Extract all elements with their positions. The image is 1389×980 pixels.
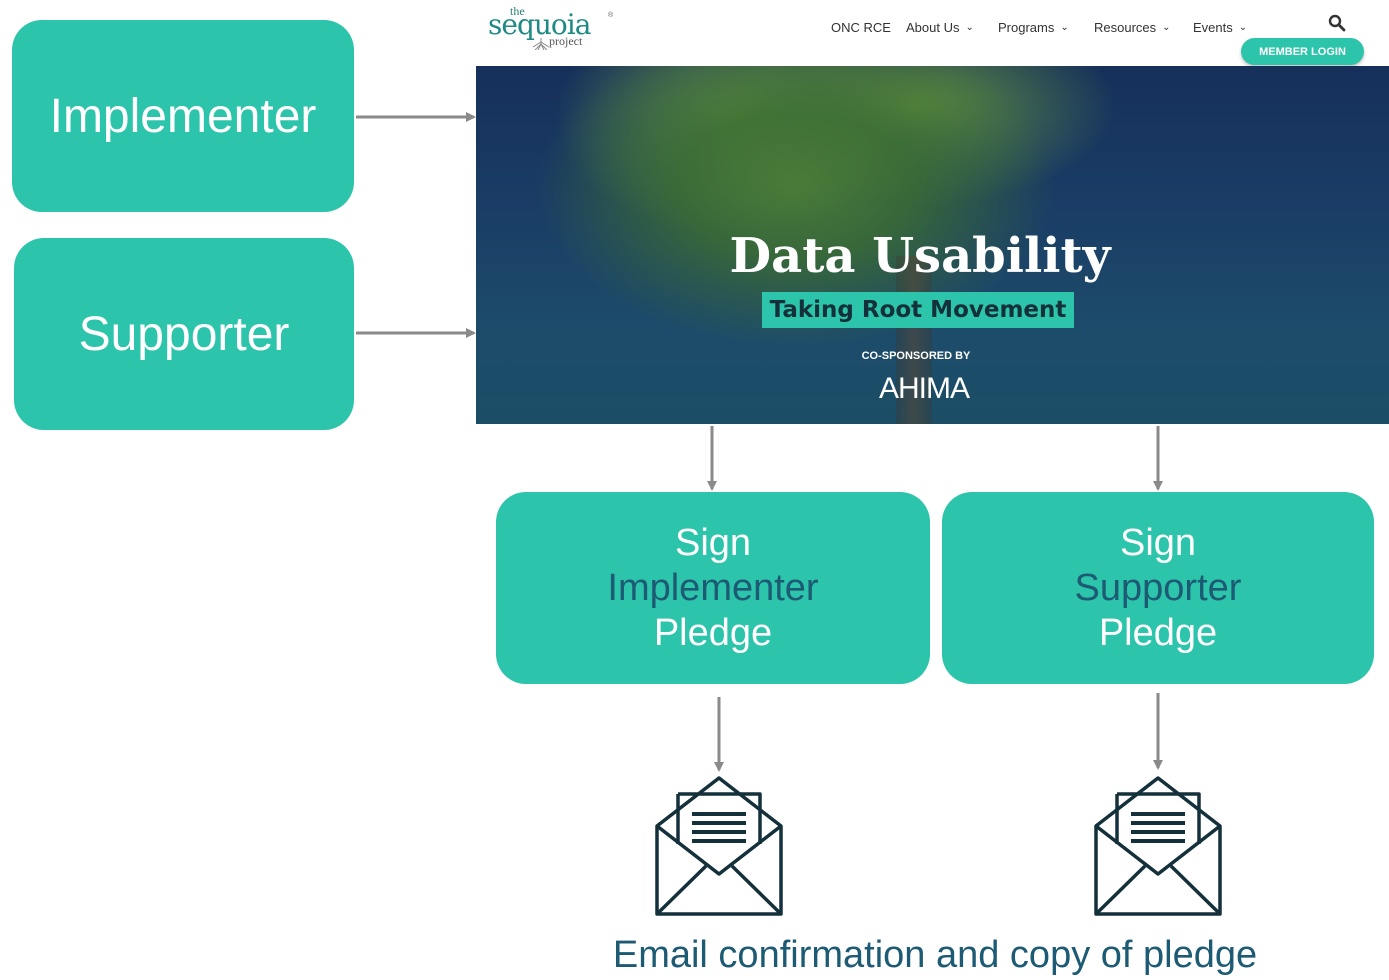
nav-programs[interactable]: Programs ⌄	[998, 18, 1069, 36]
supporter-box: Supporter	[14, 238, 354, 430]
website-screenshot: the sequoia ® project ONC RCE About Us ⌄…	[476, 0, 1389, 424]
co-sponsored-label: CO-SPONSORED BY	[861, 350, 971, 362]
hero-title: Data Usability	[729, 228, 1111, 284]
pledge-line-type: Supporter	[1074, 566, 1242, 609]
sign-supporter-pledge-box: Sign Supporter Pledge	[942, 492, 1374, 684]
email-confirmation-caption: Email confirmation and copy of pledge	[612, 934, 1258, 976]
ahima-logo: AHIMA	[878, 372, 970, 405]
member-login-button[interactable]: MEMBER LOGIN	[1241, 38, 1364, 65]
nav-onc-rce[interactable]: ONC RCE	[831, 18, 891, 36]
logo-name-text: sequoia	[488, 8, 591, 41]
chevron-down-icon: ⌄	[965, 21, 974, 33]
logo-project-text: project	[549, 34, 583, 48]
chevron-down-icon: ⌄	[1238, 21, 1248, 33]
nav-onc-rce-label: ONC RCE	[831, 19, 891, 35]
sequoia-project-logo[interactable]: the sequoia ® project	[486, 4, 616, 52]
nav-about-us-label: About Us	[906, 19, 960, 35]
nav-programs-label: Programs	[998, 19, 1055, 35]
implementer-box: Implementer	[12, 20, 354, 212]
tree-trunk-graphic	[896, 256, 932, 424]
pledge-line-pledge: Pledge	[1098, 611, 1218, 654]
logo-roots-icon	[532, 38, 550, 50]
chevron-down-icon: ⌄	[1060, 21, 1069, 33]
search-icon[interactable]	[1328, 14, 1346, 32]
chevron-down-icon: ⌄	[1162, 21, 1171, 33]
nav-resources-label: Resources	[1094, 19, 1157, 35]
pledge-line-type: Implementer	[607, 566, 819, 609]
hero-banner: Data Usability Taking Root Movement CO-S…	[476, 66, 1389, 424]
pledge-line-pledge: Pledge	[653, 611, 773, 654]
nav-resources[interactable]: Resources ⌄	[1094, 18, 1171, 36]
nav-events[interactable]: Events ⌄	[1193, 18, 1247, 36]
hero-subtitle: Taking Root Movement	[762, 292, 1074, 328]
pledge-line-sign: Sign	[674, 521, 752, 564]
nav-events-label: Events	[1193, 19, 1233, 35]
open-envelope-icon	[655, 776, 783, 916]
pledge-line-sign: Sign	[1119, 521, 1197, 564]
site-header: the sequoia ® project ONC RCE About Us ⌄…	[476, 0, 1389, 66]
sign-implementer-pledge-box: Sign Implementer Pledge	[496, 492, 930, 684]
logo-registered-mark: ®	[608, 12, 614, 19]
nav-about-us[interactable]: About Us ⌄	[906, 18, 974, 36]
logo-the-text: the	[510, 4, 525, 18]
open-envelope-icon	[1094, 776, 1222, 916]
